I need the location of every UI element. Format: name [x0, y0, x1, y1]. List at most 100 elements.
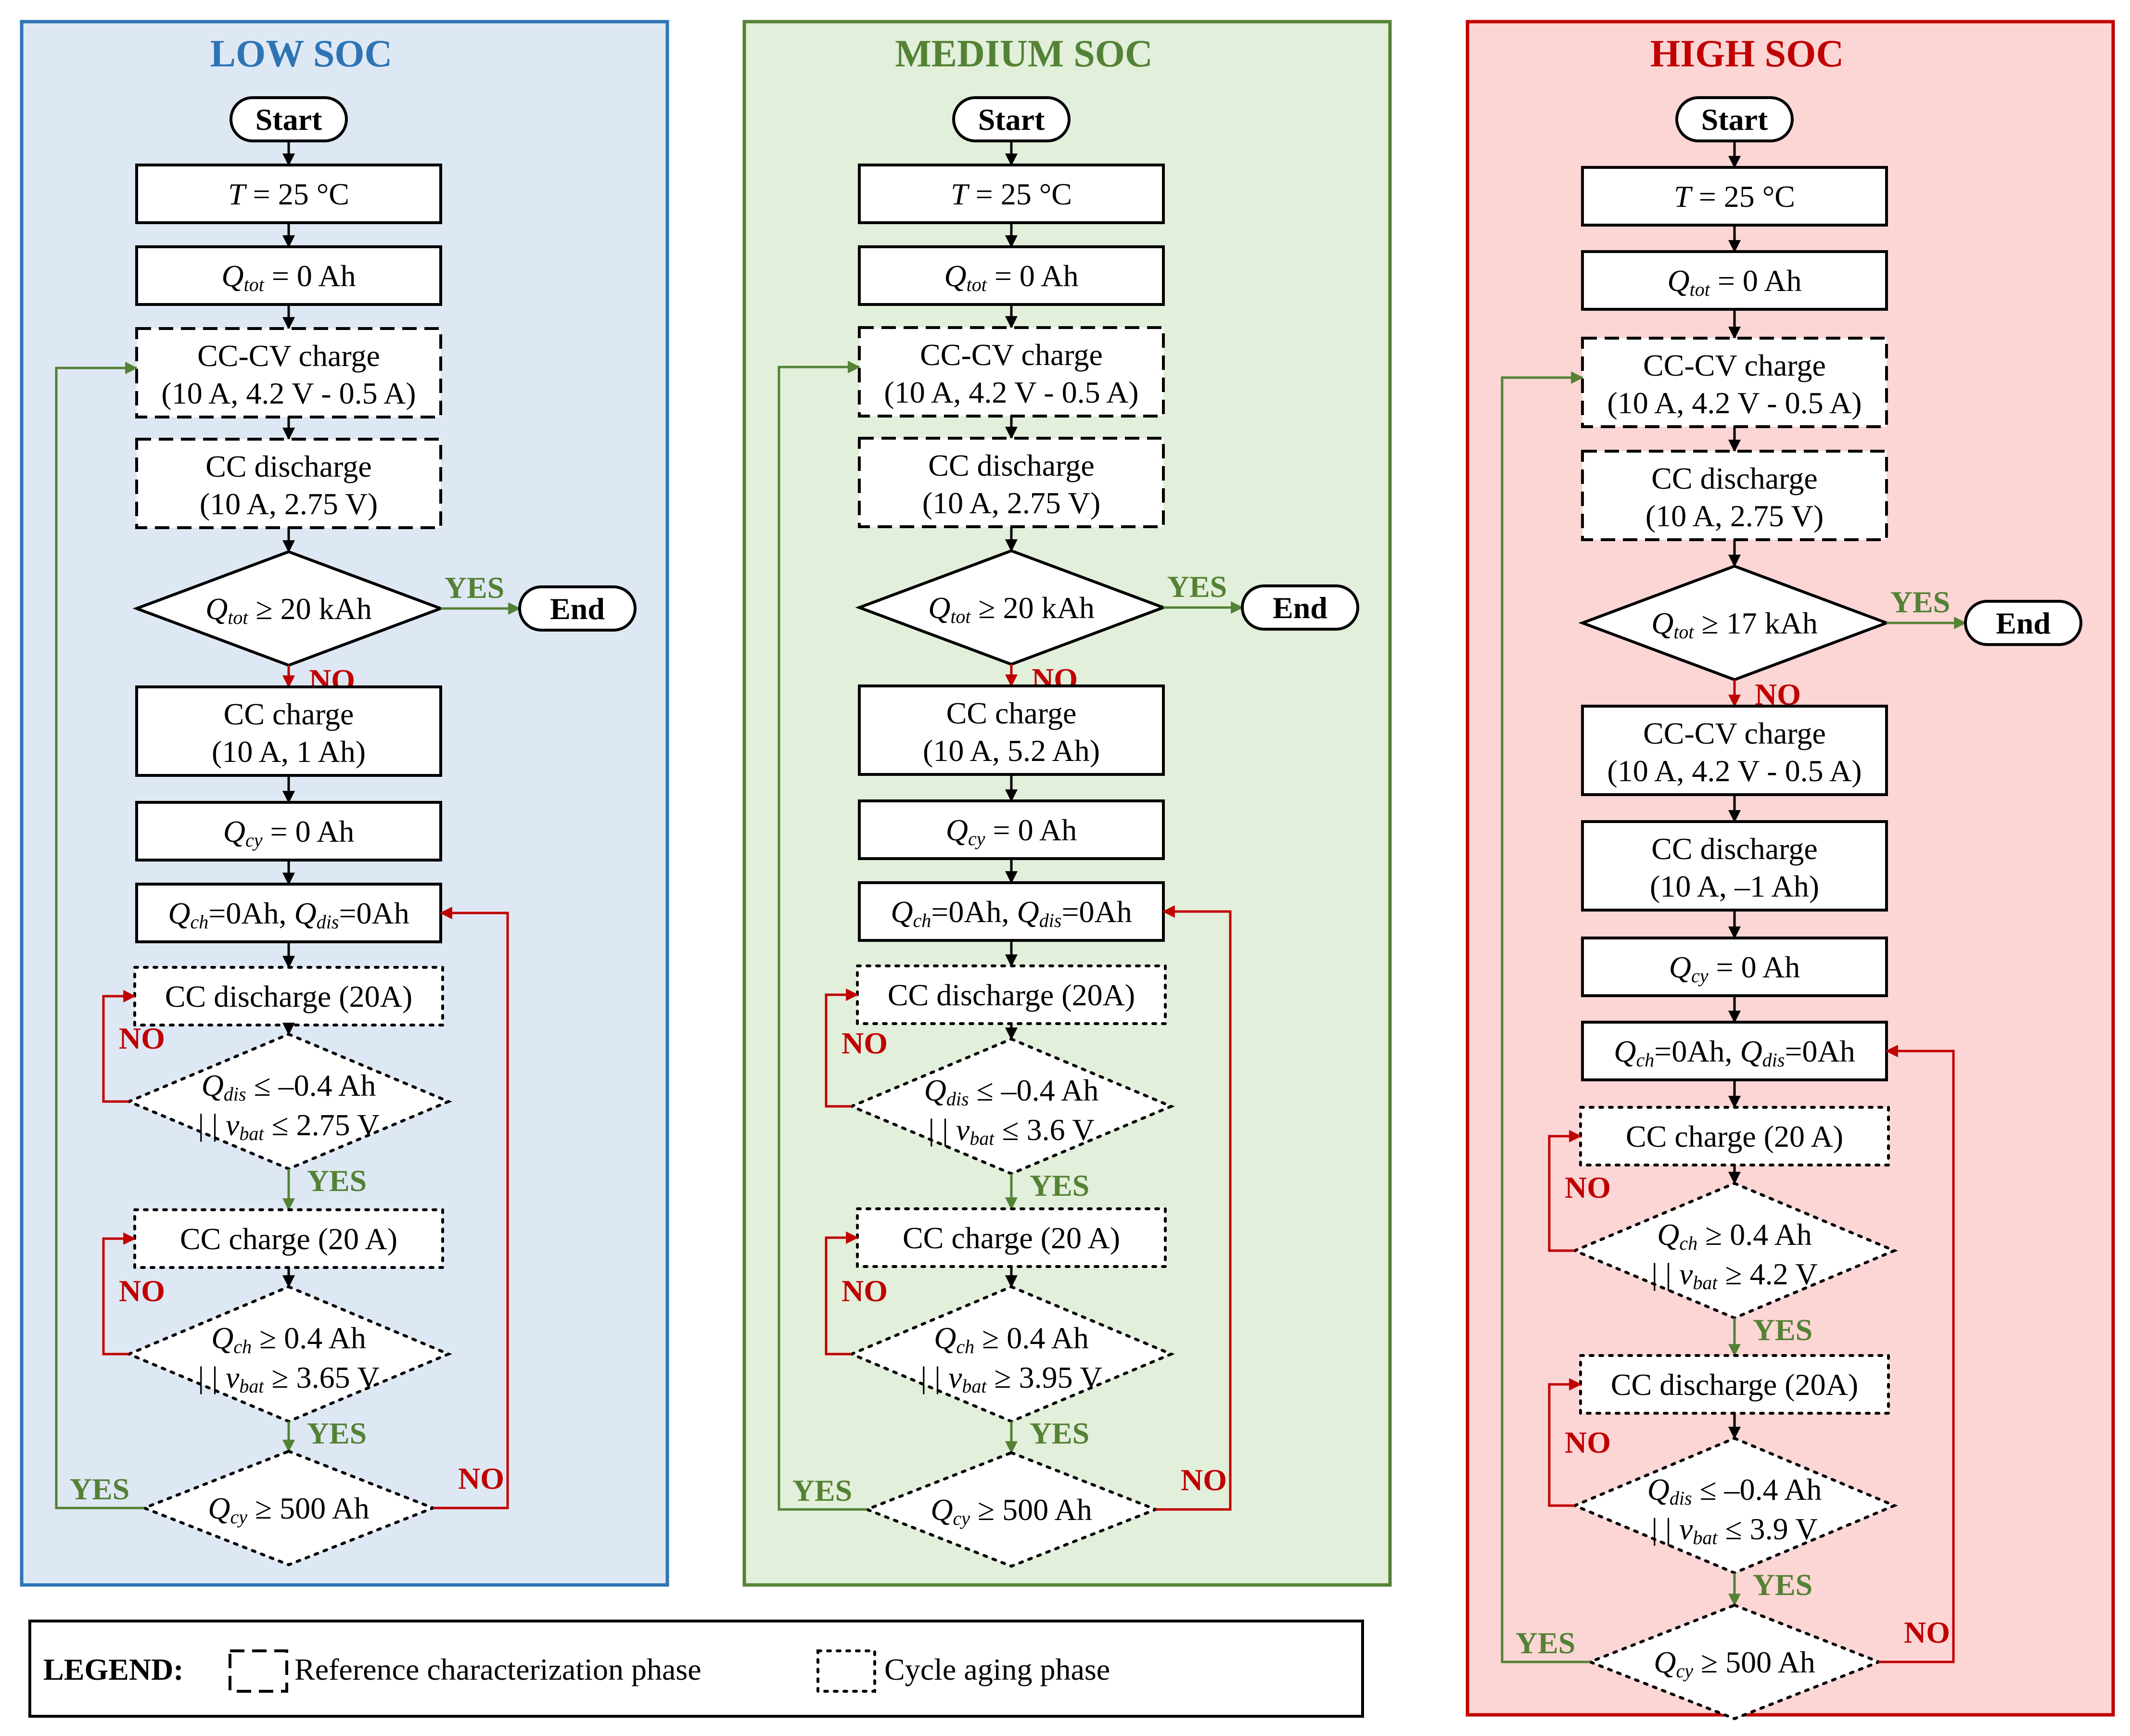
- temperature-box: [1581, 166, 1888, 227]
- yes-label-loopcond: YES: [307, 1416, 367, 1450]
- soc-set-text-1-line1: CC charge: [224, 697, 354, 731]
- legend-title: LEGEND:: [43, 1652, 184, 1686]
- ref-cccv-charge-text-line1: CC-CV charge: [920, 338, 1103, 372]
- aging-condition-text-2-line1: Qch ≥ 0.4 Ah: [211, 1321, 366, 1357]
- ref-cc-discharge-box: [1581, 450, 1888, 541]
- aging-condition-text-2-line2: | | vbat ≥ 3.95 V: [920, 1360, 1102, 1397]
- panel-title: MEDIUM SOC: [895, 33, 1153, 75]
- soc-set-box-2: [1581, 820, 1888, 912]
- yes-label-end: YES: [445, 570, 505, 605]
- aging-condition-text-1-line2: | | vbat ≤ 2.75 V: [198, 1108, 379, 1144]
- yes-label-step2: YES: [307, 1164, 367, 1198]
- start-label: Start: [1701, 102, 1768, 137]
- cycle-condition-text: Qcy ≥ 500 Ah: [931, 1493, 1092, 1529]
- yes-label-end: YES: [1167, 570, 1227, 604]
- arrow-no-inner-loop: [1156, 905, 1232, 1511]
- end-condition-text: Qtot ≥ 20 kAh: [928, 591, 1095, 627]
- aging-condition-text-2-line1: Qdis ≤ –0.4 Ah: [1647, 1472, 1822, 1509]
- soc-set-text-1-line2: (10 A, 5.2 Ah): [923, 734, 1100, 768]
- cycle-condition-diamond: [140, 1449, 437, 1567]
- charge-reset-text: Qch=0Ah, Qdis=0Ah: [1614, 1034, 1855, 1071]
- start-label: Start: [978, 102, 1045, 137]
- end-terminal: [1241, 584, 1359, 631]
- no-label-inner-loop: NO: [458, 1461, 504, 1495]
- aging-condition-text-1-line1: Qdis ≤ –0.4 Ah: [202, 1068, 376, 1105]
- cycle-condition-diamond: [1586, 1603, 1883, 1721]
- soc-set-text-1-line1: CC-CV charge: [1643, 716, 1826, 750]
- aging-condition-text-2: Qch ≥ 0.4 Ah| | vbat ≥ 3.65 V: [198, 1321, 379, 1397]
- ref-cccv-charge-text-line2: (10 A, 4.2 V - 0.5 A): [1607, 386, 1862, 420]
- yes-label-end: YES: [1890, 585, 1951, 619]
- yes-label-step2: YES: [1030, 1168, 1090, 1203]
- temperature-text: T = 25 °C: [951, 177, 1072, 211]
- aging-step-text-2: CC charge (20 A): [180, 1222, 397, 1256]
- end-label: End: [550, 592, 605, 626]
- temperature-text: T = 25 °C: [228, 177, 349, 211]
- soc-set-text-1-line1: CC charge: [946, 696, 1077, 730]
- soc-set-text-1-line2: (10 A, 4.2 V - 0.5 A): [1607, 754, 1862, 788]
- aging-step-box-2: [133, 1208, 444, 1269]
- end-terminal: [1964, 600, 2082, 646]
- aging-step-text-2: CC discharge (20A): [1611, 1368, 1858, 1402]
- yes-label-step2: YES: [1753, 1313, 1813, 1347]
- aging-condition-text-1: Qdis ≤ –0.4 Ah| | vbat ≤ 3.6 V: [924, 1073, 1099, 1149]
- cycle-condition-text: Qcy ≥ 500 Ah: [1654, 1645, 1815, 1682]
- qcy-init-box: [1581, 937, 1888, 997]
- aging-condition-text-2-line2: | | vbat ≤ 3.9 V: [1651, 1512, 1817, 1548]
- end-label: End: [1273, 591, 1327, 625]
- aging-condition-text-1-line2: | | vbat ≥ 4.2 V: [1651, 1257, 1817, 1293]
- no-label-loop-2: NO: [842, 1274, 888, 1308]
- aging-condition-text-1-line1: Qch ≥ 0.4 Ah: [1657, 1217, 1812, 1254]
- soc-set-text-1-line2: (10 A, 1 Ah): [212, 735, 366, 769]
- cycle-condition-diamond: [863, 1451, 1160, 1568]
- qcy-init-text: Qcy = 0 Ah: [946, 813, 1077, 849]
- aging-condition-text-1: Qdis ≤ –0.4 Ah| | vbat ≤ 2.75 V: [198, 1068, 379, 1144]
- charge-reset-text: Qch=0Ah, Qdis=0Ah: [168, 896, 409, 933]
- arrow-no-loop-2: [102, 1232, 136, 1356]
- arrow-no-loop-1: [825, 988, 859, 1108]
- end-condition-text: Qtot ≥ 20 kAh: [205, 592, 372, 628]
- arrow-yes-outer-loop: [778, 361, 867, 1511]
- ref-cccv-charge-box: [858, 326, 1165, 418]
- yes-label-loopcond: YES: [1030, 1416, 1090, 1450]
- ref-cc-discharge-text-line1: CC discharge: [1651, 461, 1817, 495]
- ref-cccv-charge-text-line1: CC-CV charge: [1643, 348, 1826, 382]
- ref-cc-discharge-text-line2: (10 A, 2.75 V): [922, 486, 1100, 520]
- legend-dotted-swatch: [816, 1649, 876, 1693]
- soc-set-text-2-line2: (10 A, –1 Ah): [1650, 869, 1819, 903]
- no-label-loop-1: NO: [119, 1021, 165, 1055]
- aging-condition-text-2-line2: | | vbat ≥ 3.65 V: [198, 1360, 379, 1397]
- aging-step-text-1: CC discharge (20A): [888, 978, 1135, 1012]
- temperature-text: T = 25 °C: [1674, 179, 1795, 214]
- panel-medium-soc: MEDIUM SOC Start T = 25 °C Qtot = 0 Ah CC-CV…: [742, 20, 1392, 1587]
- aging-condition-text-2: Qch ≥ 0.4 Ah| | vbat ≥ 3.95 V: [920, 1321, 1102, 1397]
- qtot-init-text: Qtot = 0 Ah: [1667, 264, 1801, 300]
- no-label-loop-1: NO: [842, 1026, 888, 1060]
- no-label-inner-loop: NO: [1904, 1615, 1950, 1649]
- no-label-loop-2: NO: [119, 1274, 165, 1308]
- yes-label-outer-loop: YES: [70, 1472, 130, 1506]
- qtot-init-text: Qtot = 0 Ah: [944, 259, 1078, 295]
- qtot-init-box: [858, 245, 1165, 306]
- arrow-yes-outer-loop: [55, 362, 144, 1509]
- start-label: Start: [255, 102, 322, 137]
- arrow-no-loop-1: [1548, 1130, 1582, 1252]
- qcy-init-text: Qcy = 0 Ah: [1669, 950, 1800, 987]
- ref-cc-discharge-text-line2: (10 A, 2.75 V): [1645, 499, 1824, 533]
- legend-dashed-swatch: [229, 1649, 288, 1693]
- yes-label-outer-loop: YES: [792, 1473, 853, 1508]
- arrow-yes-outer-loop: [1501, 371, 1590, 1663]
- aging-condition-text-1: Qch ≥ 0.4 Ah| | vbat ≥ 4.2 V: [1651, 1217, 1817, 1293]
- panel-title: LOW SOC: [210, 33, 393, 75]
- arrow-no-loop-1: [102, 990, 136, 1103]
- yes-label-outer-loop: YES: [1516, 1626, 1576, 1660]
- ref-cccv-charge-box: [135, 327, 442, 418]
- temperature-box: [858, 164, 1165, 224]
- ref-cccv-charge-text-line2: (10 A, 4.2 V - 0.5 A): [161, 376, 416, 410]
- aging-step-text-2: CC charge (20 A): [903, 1221, 1120, 1255]
- ref-cc-discharge-box: [135, 438, 442, 529]
- aging-condition-text-1-line2: | | vbat ≤ 3.6 V: [928, 1113, 1094, 1149]
